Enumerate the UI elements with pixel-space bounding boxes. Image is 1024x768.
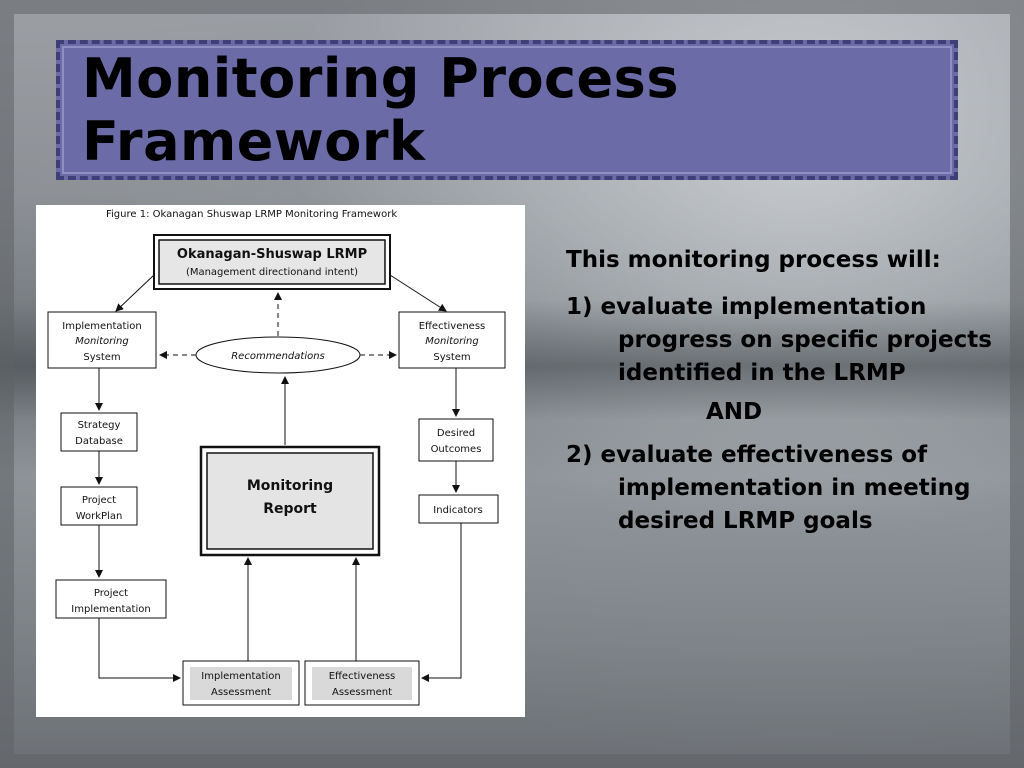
indicators-box: Indicators <box>418 494 499 524</box>
project-workplan-line2: WorkPlan <box>76 511 123 522</box>
impl-monitoring-box: Implementation Monitoring System <box>47 311 157 369</box>
and-text: AND <box>706 399 763 425</box>
lrmp-title: Okanagan-Shuswap LRMP <box>177 247 367 262</box>
arrow-indicators-to-effassess <box>421 523 462 682</box>
project-impl-line2: Implementation <box>71 604 150 615</box>
slide-title: Monitoring Process Framework <box>82 47 679 173</box>
list-item-2: 2) evaluate effectiveness of implementat… <box>566 442 971 534</box>
strategy-database-box: Strategy Database <box>60 412 138 452</box>
impl-assessment-box: Implementation Assessment <box>182 660 300 706</box>
lrmp-subtitle: (Management directionand intent) <box>186 267 358 278</box>
lrmp-box: Okanagan-Shuswap LRMP (Management direct… <box>153 234 391 290</box>
monitoring-text: This monitoring process will: 1) evaluat… <box>566 244 996 544</box>
impl-assessment-line2: Assessment <box>211 687 271 698</box>
intro-text: This monitoring process will: <box>566 247 941 273</box>
eff-monitoring-line3: System <box>433 352 470 363</box>
figure-caption: Figure 1: Okanagan Shuswap LRMP Monitori… <box>106 209 397 220</box>
impl-monitoring-line1: Implementation <box>62 321 141 332</box>
monitoring-report-line1: Monitoring <box>247 478 333 494</box>
indicators-label: Indicators <box>433 505 482 516</box>
impl-assessment-line1: Implementation <box>201 671 280 682</box>
project-impl-line1: Project <box>94 588 128 599</box>
desired-outcomes-line2: Outcomes <box>431 444 482 455</box>
eff-assessment-box: Effectiveness Assessment <box>304 660 420 706</box>
project-workplan-box: Project WorkPlan <box>60 486 138 526</box>
arrow-lrmp-to-impl <box>115 274 155 312</box>
project-workplan-line1: Project <box>82 495 116 506</box>
connectors <box>95 274 462 682</box>
eff-assessment-line1: Effectiveness <box>329 671 396 682</box>
eff-monitoring-line2: Monitoring <box>425 336 478 347</box>
monitoring-report-box: Monitoring Report <box>199 445 381 557</box>
impl-monitoring-line3: System <box>83 352 120 363</box>
title-banner: Monitoring Process Framework <box>56 40 958 180</box>
project-implementation-box: Project Implementation <box>55 579 167 619</box>
strategy-db-line2: Database <box>75 436 123 447</box>
arrow-projimpl-to-implassess <box>98 618 181 682</box>
framework-figure: Figure 1: Okanagan Shuswap LRMP Monitori… <box>36 205 525 717</box>
impl-monitoring-line2: Monitoring <box>75 336 128 347</box>
monitoring-report-line2: Report <box>263 501 317 517</box>
eff-assessment-line2: Assessment <box>332 687 392 698</box>
desired-outcomes-box: Desired Outcomes <box>418 418 494 462</box>
strategy-db-line1: Strategy <box>78 420 121 431</box>
recommendations-ellipse: Recommendations <box>195 336 361 374</box>
eff-monitoring-box: Effectiveness Monitoring System <box>398 311 506 369</box>
framework-diagram: Figure 1: Okanagan Shuswap LRMP Monitori… <box>47 209 506 706</box>
desired-outcomes-line1: Desired <box>437 428 475 439</box>
list-item-1: 1) evaluate implementation progress on s… <box>566 294 992 386</box>
eff-monitoring-line1: Effectiveness <box>419 321 486 332</box>
recommendations-label: Recommendations <box>231 351 325 362</box>
arrow-lrmp-to-eff <box>389 274 447 312</box>
